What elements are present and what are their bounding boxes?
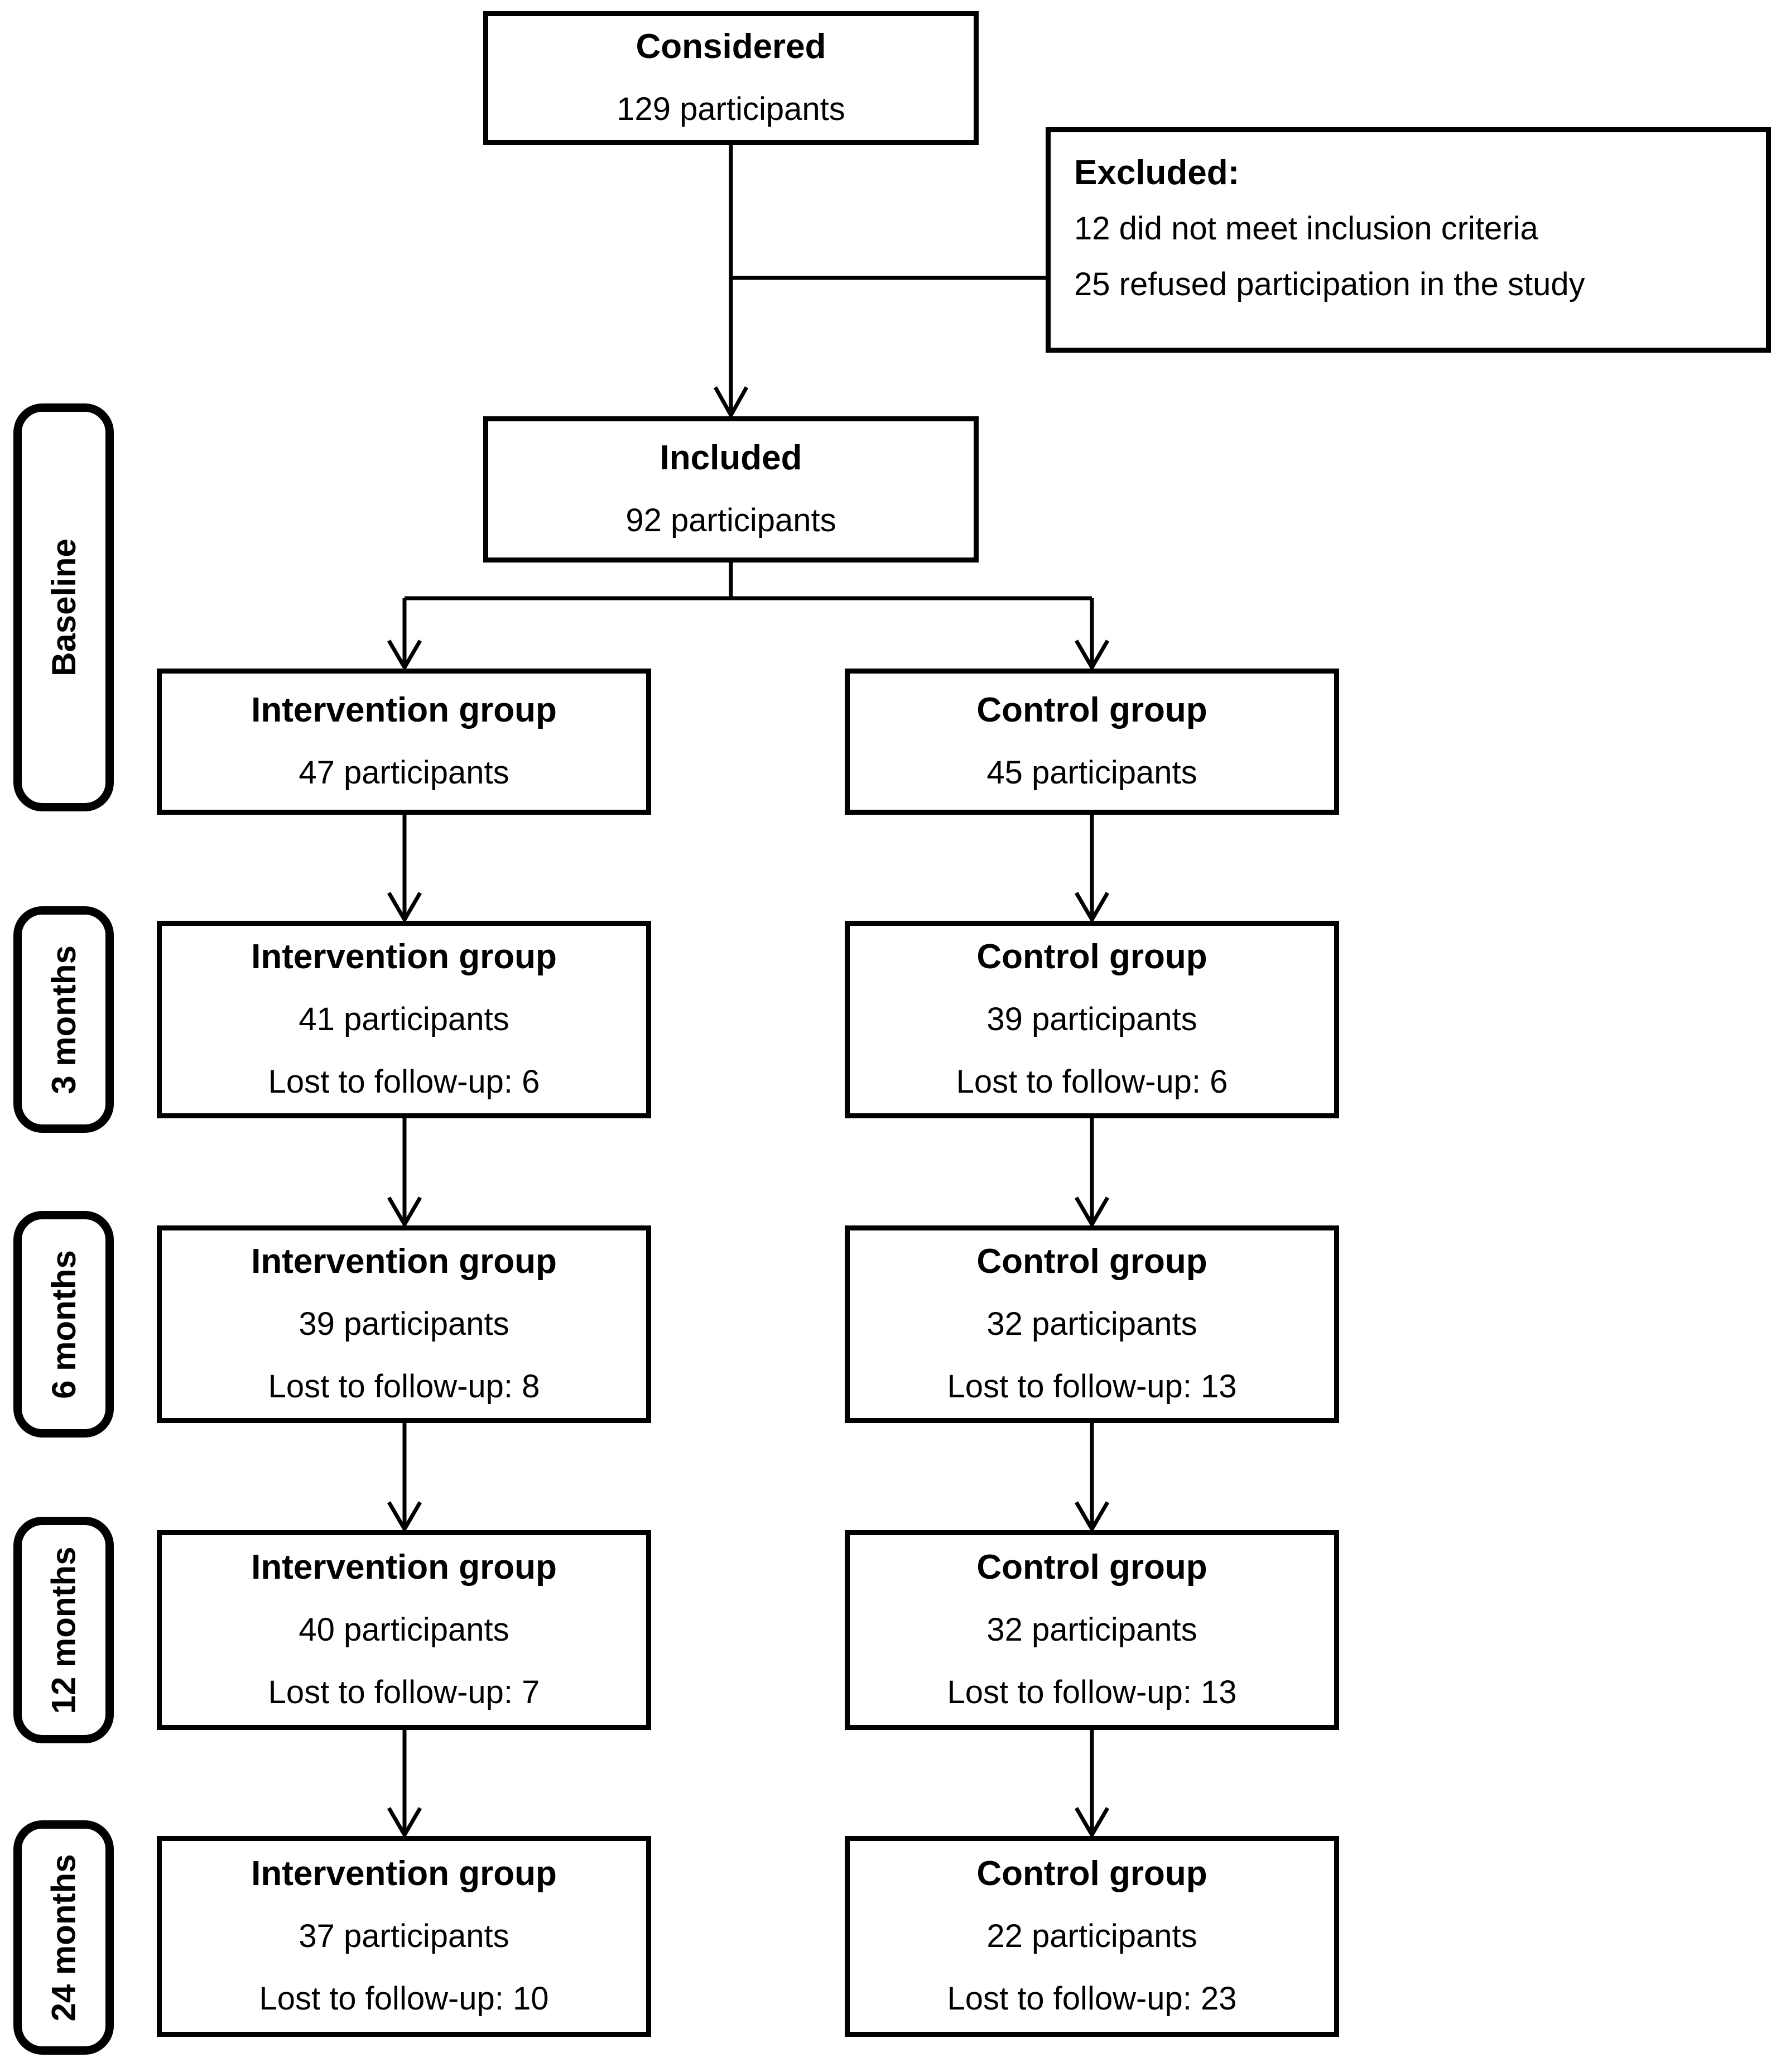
control-6-months-box: Control group 32 participants Lost to fo…	[845, 1225, 1339, 1423]
group-count: 22 participants	[986, 1918, 1197, 1954]
stage-label-text: 12 months	[45, 1546, 83, 1714]
group-count: 41 participants	[299, 1001, 509, 1037]
included-count: 92 participants	[625, 502, 836, 539]
group-count: 40 participants	[299, 1612, 509, 1648]
group-count: 37 participants	[299, 1918, 509, 1954]
considered-title: Considered	[636, 27, 826, 66]
stage-label-3-months: 3 months	[13, 906, 114, 1133]
considered-count: 129 participants	[617, 91, 845, 127]
excluded-reason: 25 refused participation in the study	[1074, 266, 1585, 302]
stage-label-6-months: 6 months	[13, 1211, 114, 1438]
stage-label-12-months: 12 months	[13, 1517, 114, 1743]
stage-label-baseline: Baseline	[13, 403, 114, 811]
group-title: Intervention group	[251, 1242, 557, 1281]
stage-label-text: 3 months	[45, 945, 83, 1094]
arrowhead-int-24m	[387, 1807, 422, 1839]
control-24-months-box: Control group 22 participants Lost to fo…	[845, 1836, 1339, 2037]
arrowhead-included	[713, 386, 749, 420]
stage-label-text: Baseline	[45, 539, 83, 676]
excluded-title: Excluded:	[1074, 153, 1240, 192]
group-title: Control group	[976, 1854, 1207, 1893]
group-lost: Lost to follow-up: 10	[259, 1980, 549, 2017]
group-title: Intervention group	[251, 1548, 557, 1587]
arrowhead-int-3m	[387, 892, 422, 924]
considered-box: Considered 129 participants	[483, 11, 979, 145]
included-box: Included 92 participants	[483, 416, 979, 563]
excluded-reason: 12 did not meet inclusion criteria	[1074, 210, 1538, 247]
group-lost: Lost to follow-up: 8	[268, 1368, 540, 1405]
arrowhead-ctl-3m	[1074, 892, 1110, 924]
group-title: Control group	[976, 1548, 1207, 1587]
control-12-months-box: Control group 32 participants Lost to fo…	[845, 1530, 1339, 1730]
group-count: 32 participants	[986, 1306, 1197, 1342]
group-title: Intervention group	[251, 938, 557, 976]
group-lost: Lost to follow-up: 7	[268, 1674, 540, 1710]
intervention-3-months-box: Intervention group 41 participants Lost …	[157, 921, 651, 1118]
stage-label-text: 24 months	[45, 1853, 83, 2022]
arrowhead-baseline-control	[1074, 640, 1110, 671]
group-count: 39 participants	[986, 1001, 1197, 1037]
group-lost: Lost to follow-up: 23	[947, 1980, 1237, 2017]
arrowhead-int-12m	[387, 1501, 422, 1533]
group-title: Intervention group	[251, 691, 557, 729]
group-title: Intervention group	[251, 1854, 557, 1893]
group-lost: Lost to follow-up: 13	[947, 1368, 1237, 1405]
intervention-12-months-box: Intervention group 40 participants Lost …	[157, 1530, 651, 1730]
included-title: Included	[660, 439, 802, 477]
group-count: 45 participants	[986, 754, 1197, 791]
group-count: 32 participants	[986, 1612, 1197, 1648]
arrowhead-ctl-6m	[1074, 1196, 1110, 1228]
group-title: Control group	[976, 1242, 1207, 1281]
intervention-6-months-box: Intervention group 39 participants Lost …	[157, 1225, 651, 1423]
arrowhead-int-6m	[387, 1196, 422, 1228]
excluded-box: Excluded: 12 did not meet inclusion crit…	[1046, 127, 1771, 353]
arrowhead-baseline-intervention	[387, 640, 422, 671]
intervention-baseline-box: Intervention group 47 participants	[157, 669, 651, 815]
group-count: 47 participants	[299, 754, 509, 791]
control-baseline-box: Control group 45 participants	[845, 669, 1339, 815]
stage-label-text: 6 months	[45, 1249, 83, 1399]
stage-label-24-months: 24 months	[13, 1820, 114, 2055]
group-title: Control group	[976, 691, 1207, 729]
group-lost: Lost to follow-up: 13	[947, 1674, 1237, 1710]
group-lost: Lost to follow-up: 6	[268, 1064, 540, 1100]
control-3-months-box: Control group 39 participants Lost to fo…	[845, 921, 1339, 1118]
arrowhead-ctl-24m	[1074, 1807, 1110, 1839]
group-title: Control group	[976, 938, 1207, 976]
group-count: 39 participants	[299, 1306, 509, 1342]
intervention-24-months-box: Intervention group 37 participants Lost …	[157, 1836, 651, 2037]
group-lost: Lost to follow-up: 6	[956, 1064, 1228, 1100]
arrowhead-ctl-12m	[1074, 1501, 1110, 1533]
